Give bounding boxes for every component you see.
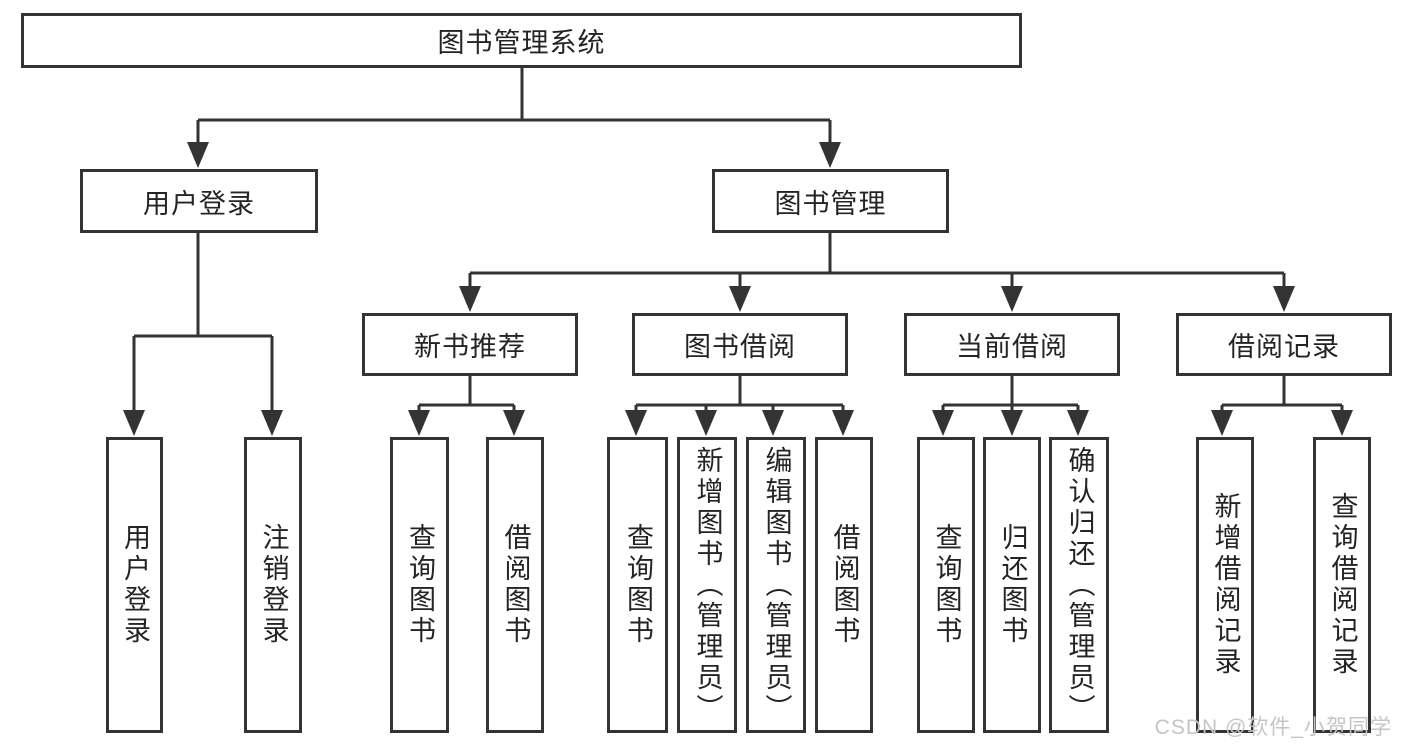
arrow-down-icon: [123, 410, 145, 436]
leaf-add-books-admin: 新增图书（管理员）: [677, 437, 737, 733]
node-new-book-recommend: 新书推荐: [362, 313, 578, 376]
node-current-borrow: 当前借阅: [904, 313, 1120, 376]
connector-path: [132, 66, 1344, 414]
arrowheads: [123, 142, 1353, 436]
leaf-query-books-recommend: 查询图书: [390, 437, 449, 733]
watermark: CSDN @软件_小贺同学: [1154, 716, 1392, 739]
node-user-login: 用户登录: [80, 169, 318, 233]
node-book-management: 图书管理: [712, 169, 949, 233]
leaf-add-borrow-record: 新增借阅记录: [1196, 437, 1254, 733]
arrow-down-icon: [1331, 410, 1353, 436]
node-book-borrow: 图书借阅: [632, 313, 848, 376]
arrow-down-icon: [1001, 410, 1023, 436]
arrow-down-icon: [1001, 286, 1023, 312]
arrow-down-icon: [729, 286, 751, 312]
arrow-down-icon: [459, 286, 481, 312]
arrow-down-icon: [819, 142, 841, 168]
leaf-query-books-current: 查询图书: [917, 437, 975, 733]
arrow-down-icon: [1067, 410, 1089, 436]
leaf-query-borrow-record: 查询借阅记录: [1313, 437, 1371, 733]
leaf-logout: 注销登录: [244, 437, 302, 733]
arrow-down-icon: [832, 410, 854, 436]
arrow-down-icon: [408, 410, 430, 436]
arrow-down-icon: [625, 410, 647, 436]
leaf-return-books: 归还图书: [983, 437, 1041, 733]
arrow-down-icon: [762, 410, 784, 436]
arrow-down-icon: [261, 410, 283, 436]
arrow-down-icon: [1273, 286, 1295, 312]
arrow-down-icon: [503, 410, 525, 436]
leaf-query-books-borrow: 查询图书: [607, 437, 668, 733]
arrow-down-icon: [1211, 410, 1233, 436]
arrow-down-icon: [932, 410, 954, 436]
leaf-borrow-books-borrow: 借阅图书: [815, 437, 873, 733]
arrow-down-icon: [695, 410, 717, 436]
leaf-edit-books-admin: 编辑图书（管理员）: [746, 437, 806, 733]
node-borrow-records: 借阅记录: [1176, 313, 1392, 376]
arrow-down-icon: [187, 142, 209, 168]
node-root: 图书管理系统: [21, 13, 1022, 68]
leaf-confirm-return-admin: 确认归还（管理员）: [1049, 437, 1109, 733]
leaf-user-login: 用户登录: [106, 437, 163, 733]
leaf-borrow-books-recommend: 借阅图书: [486, 437, 544, 733]
